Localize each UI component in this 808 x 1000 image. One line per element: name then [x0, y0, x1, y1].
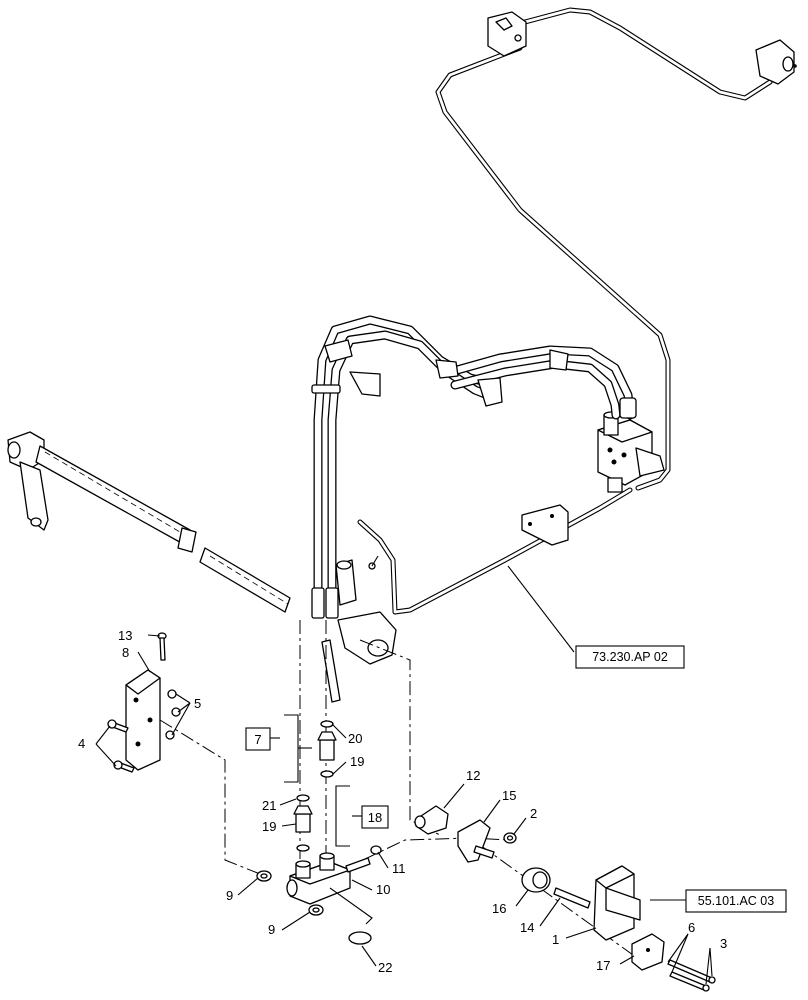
callout-21: 21: [262, 798, 276, 813]
callout-3: 3: [720, 936, 727, 951]
clamp-15: [457, 819, 495, 863]
o-ring-22: [348, 931, 372, 945]
kit-label: 7: [254, 732, 261, 747]
bolts-4: [107, 719, 135, 773]
fitting-stack-lower: [293, 794, 313, 852]
callout-19: 19: [350, 754, 364, 769]
callout-15: 15: [502, 788, 516, 803]
fitting-stack-upper: [317, 720, 337, 778]
callout-22: 22: [378, 960, 392, 975]
callout-14: 14: [520, 920, 534, 935]
hydraulic-hoses: [311, 315, 637, 619]
screws-3-and-washers-6: [667, 959, 716, 992]
callout-19: 19: [262, 819, 276, 834]
reference-label: 73.230.AP 02: [592, 650, 668, 664]
callout-4: 4: [78, 736, 85, 751]
overhead-tube-line: [357, 7, 797, 615]
kit-label: 18: [368, 810, 382, 825]
nuts-5: [165, 689, 181, 740]
left-axle-assembly: [7, 431, 291, 613]
callout-9: 9: [268, 922, 275, 937]
callout-numbers: 13 8 5 4 20 19 21 19 12 15 2 11 10 9 9 2…: [78, 628, 727, 975]
callout-5: 5: [194, 696, 201, 711]
callout-12: 12: [466, 768, 480, 783]
callout-17: 17: [596, 958, 610, 973]
callout-8: 8: [122, 645, 129, 660]
reference-label: 55.101.AC 03: [698, 894, 774, 908]
manifold-10: [286, 852, 371, 905]
callout-6: 6: [688, 920, 695, 935]
callout-2: 2: [530, 806, 537, 821]
bolt-13: [157, 632, 167, 661]
reference-box-55[interactable]: 55.101.AC 03: [685, 889, 787, 913]
bushing-16: [521, 867, 551, 893]
callout-11: 11: [392, 861, 406, 876]
bracket-8: [125, 669, 161, 771]
callout-20: 20: [348, 731, 362, 746]
callout-10: 10: [376, 882, 390, 897]
switch-17: [631, 933, 665, 971]
phantom-lines: [159, 620, 641, 961]
callout-9: 9: [226, 888, 233, 903]
spacer-11: [370, 845, 382, 855]
washer-2: [503, 832, 517, 844]
valve-block: [597, 411, 665, 493]
leader-lines: [95, 565, 713, 985]
pin-14: [553, 887, 591, 909]
bracket-1: [593, 865, 641, 941]
kit-box-7: 7: [245, 727, 271, 751]
callout-13: 13: [118, 628, 132, 643]
kit-box-18: 18: [361, 805, 389, 829]
callout-1: 1: [552, 932, 559, 947]
callout-16: 16: [492, 901, 506, 916]
rod-end-12: [414, 805, 449, 835]
reference-box-73[interactable]: 73.230.AP 02: [575, 645, 685, 669]
washers-9: [256, 870, 324, 916]
